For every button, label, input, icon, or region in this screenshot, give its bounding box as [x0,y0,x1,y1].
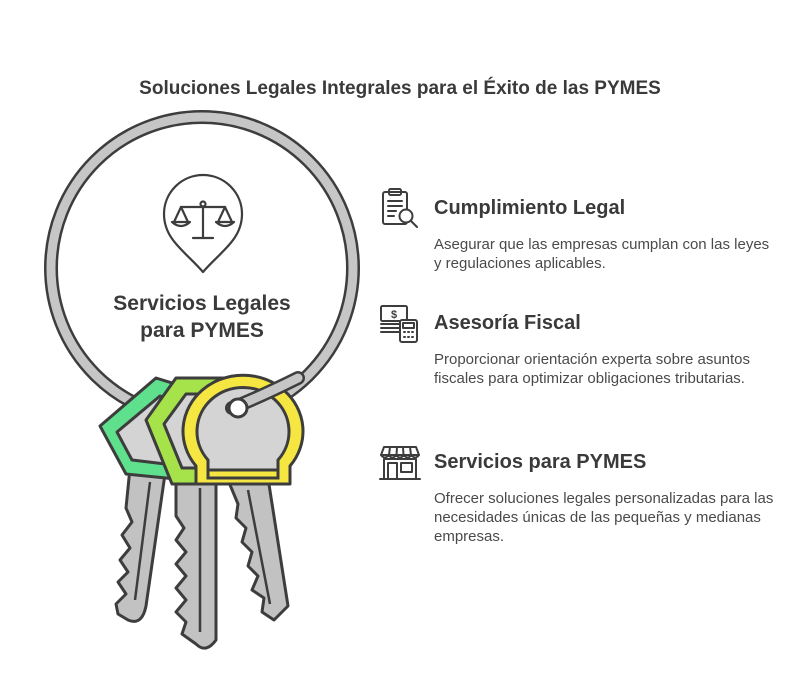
key-blade-left [114,466,167,623]
key-hole [227,397,249,419]
storefront-icon [379,446,421,480]
clipboard-search-icon [382,188,418,228]
item-title: Servicios para PYMES [434,451,647,473]
ring-label: Servicios Legales para PYMES [98,290,306,344]
item-title: Asesoría Fiscal [434,312,581,334]
ring-metal [46,112,358,424]
item-description: Ofrecer soluciones legales personalizada… [434,490,774,545]
key-blade-right [226,476,290,622]
money-calculator-icon: $ [380,305,418,343]
svg-text:$: $ [391,309,397,321]
item-title: Cumplimiento Legal [434,197,626,219]
ring-label-line1: Servicios Legales [113,292,291,315]
key-blade-middle [174,476,218,650]
item-description: Proporcionar orientación experta sobre a… [434,351,751,387]
item-description: Asegurar que las empresas cumplan con la… [434,236,770,272]
ring-label-line2: para PYMES [140,319,264,342]
scales-of-justice-icon [162,173,244,274]
page-title: Soluciones Legales Integrales para el Éx… [139,78,661,99]
